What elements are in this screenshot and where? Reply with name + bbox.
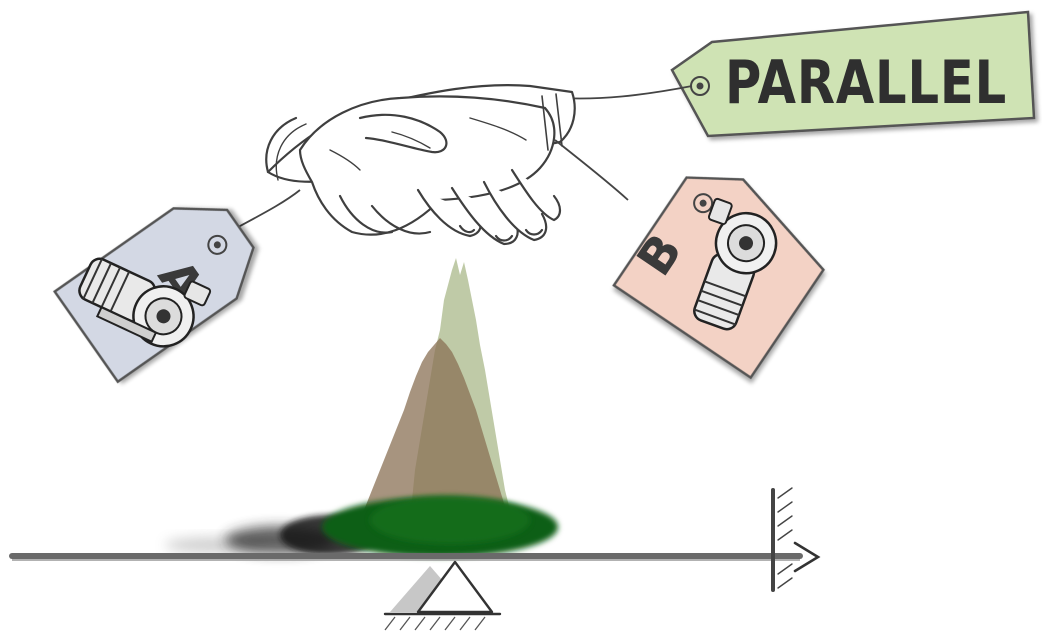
tag-b-string xyxy=(555,140,628,200)
parallel-tag-string xyxy=(560,86,692,99)
parallel-tag: PARALLEL xyxy=(672,12,1034,136)
handshake-icon xyxy=(266,85,574,244)
parallel-tag-label: PARALLEL xyxy=(725,48,1007,118)
axis-wall xyxy=(773,488,792,590)
balance-beam xyxy=(12,556,800,560)
scatter-blob xyxy=(165,496,558,557)
overlapping-histogram xyxy=(360,258,512,520)
fulcrum-icon xyxy=(385,562,500,630)
